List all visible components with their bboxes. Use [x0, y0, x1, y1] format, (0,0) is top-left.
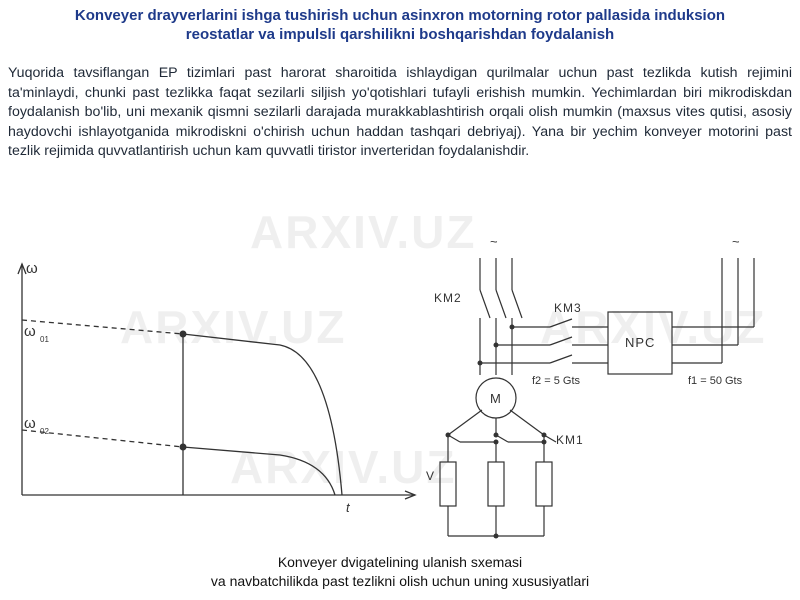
converter-box — [607, 311, 673, 375]
body-paragraph: Yuqorida tavsiflangan EP tizimlari past … — [8, 65, 792, 160]
caption-line-2: va navbatchilikda past tezlikni olish uc… — [210, 573, 590, 589]
watermark: ARXIV.UZ — [250, 206, 477, 258]
x-axis-arrow — [404, 490, 417, 500]
marker-dot-1 — [179, 330, 187, 338]
km3-label: KM3 — [554, 301, 582, 315]
speed-line-1 — [21, 319, 184, 335]
x-axis-label: t — [346, 500, 351, 515]
resistor — [487, 461, 505, 507]
page-title: Konveyer drayverlarini ishga tushirish u… — [0, 6, 800, 44]
converter-label: NPC — [625, 335, 655, 350]
f1-label: f1 = 50 Gts — [688, 375, 743, 387]
km2-contact — [511, 289, 523, 319]
km3-contact — [549, 318, 573, 328]
junction-dot — [445, 432, 451, 438]
figure-caption: Konveyer dvigatelining ulanish sxemasi v… — [0, 553, 800, 591]
y-axis-arrow — [17, 262, 27, 275]
junction-dot — [493, 432, 499, 438]
tilde-right: ~ — [732, 234, 740, 249]
resistor-label: V — [426, 469, 434, 483]
title-line-2: reostatlar va impulsli qarshilikni boshq… — [185, 26, 615, 43]
caption-line-1: Konveyer dvigatelining ulanish sxemasi — [277, 554, 523, 570]
km1-label: KM1 — [556, 433, 584, 447]
junction-dot — [493, 533, 499, 539]
resistor — [439, 461, 457, 507]
km2-contact — [479, 289, 491, 319]
tilde-left: ~ — [490, 234, 498, 249]
level-2-symbol: ω — [24, 415, 36, 432]
junction-dot — [541, 439, 547, 445]
level-1-sub: 01 — [40, 335, 49, 344]
level-2-sub: 02 — [40, 427, 49, 436]
rotor-lead — [509, 409, 545, 436]
speed-graph: ω ω 01 ω 02 t — [17, 260, 417, 515]
km3-contact — [549, 336, 573, 346]
watermark: ARXIV.UZ — [120, 301, 347, 353]
junction-dot — [541, 432, 547, 438]
motor-label: M — [490, 391, 501, 406]
km2-contact — [495, 289, 507, 319]
km2-label: KM2 — [434, 291, 462, 305]
level-1-symbol: ω — [24, 323, 36, 340]
y-axis-label: ω — [26, 260, 38, 277]
title-line-1: Konveyer drayverlarini ishga tushirish u… — [74, 7, 726, 24]
junction-dot — [477, 360, 483, 366]
watermark: ARXIV.UZ — [230, 441, 457, 493]
speed-curve-2 — [182, 446, 336, 496]
junction-dot — [509, 324, 515, 330]
speed-curve-1 — [182, 333, 343, 496]
junction-dot — [493, 439, 499, 445]
marker-dot-2 — [179, 443, 187, 451]
resistor — [535, 461, 553, 507]
junction-dot — [493, 342, 499, 348]
f2-label: f2 = 5 Gts — [532, 375, 580, 387]
km3-contact — [549, 354, 573, 364]
circuit-diagram: ~ ~ KM2 KM3 NPC f2 = 5 Gts f1 = 50 Gts M… — [426, 234, 755, 539]
rotor-lead — [447, 409, 483, 436]
